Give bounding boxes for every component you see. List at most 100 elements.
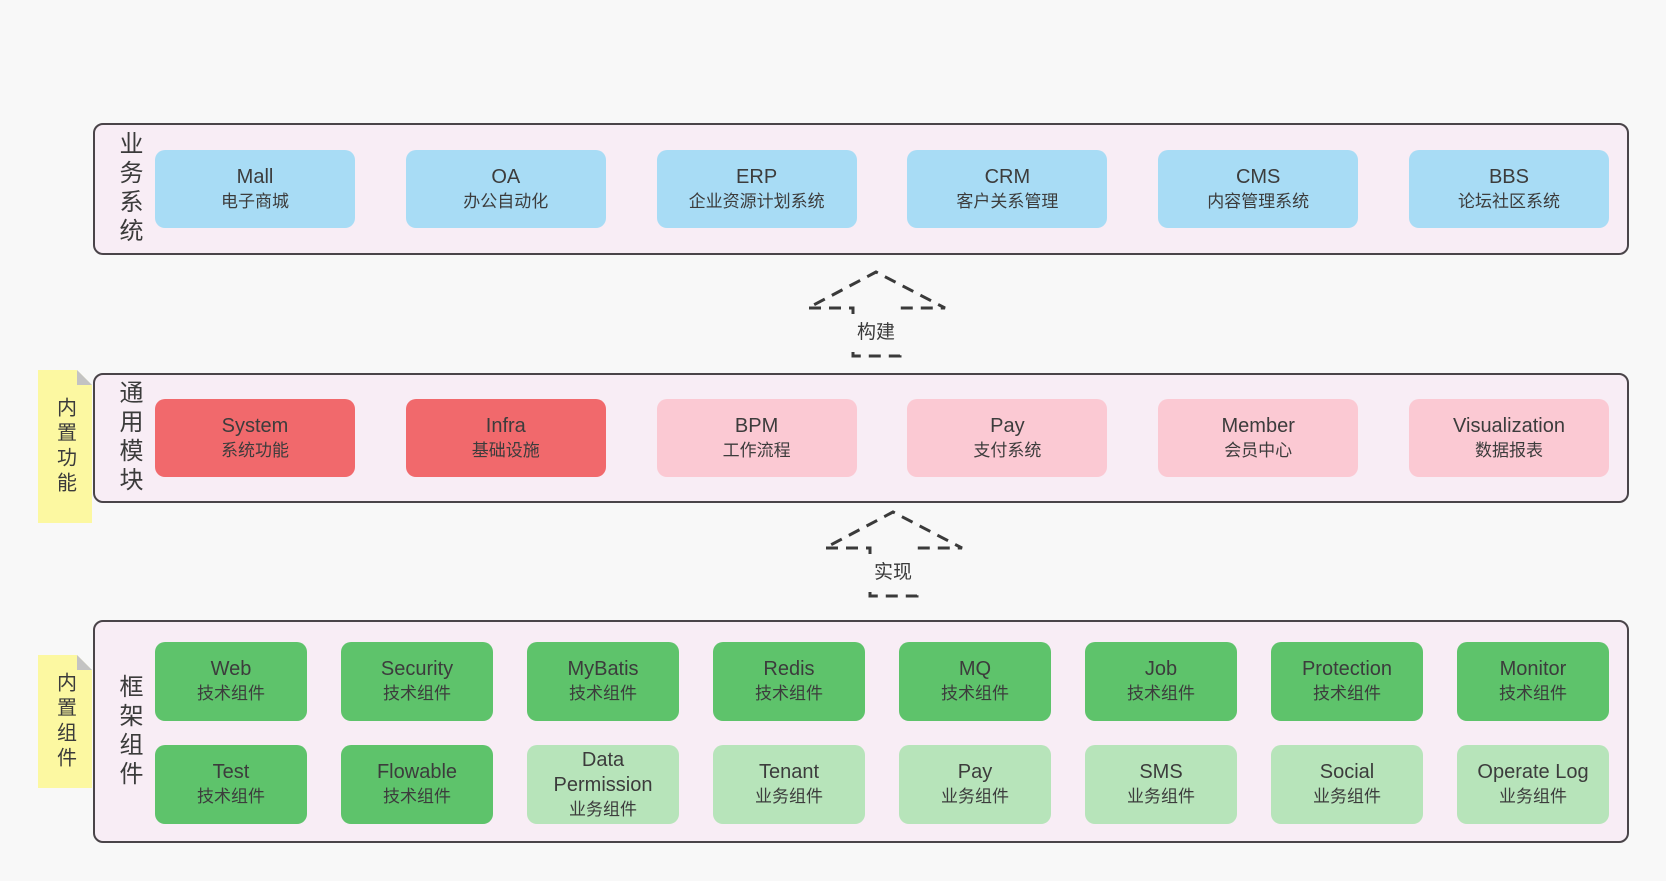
- box-tenant: Tenant 业务组件: [713, 745, 865, 824]
- box-row-business: Mall 电子商城 OA 办公自动化 ERP 企业资源计划系统 CRM 客户关系管理 CMS 内容…: [155, 150, 1609, 228]
- box-title: CRM: [984, 165, 1031, 188]
- box-title: ERP: [736, 165, 778, 188]
- box-title: Mall: [236, 165, 274, 188]
- box-subtitle: 技术组件: [755, 684, 823, 703]
- box-oa: OA 办公自动化: [405, 150, 606, 228]
- box-flowable: Flowable 技术组件: [341, 745, 493, 824]
- box-title: Tenant: [758, 761, 820, 783]
- box-crm: CRM 客户关系管理: [907, 150, 1108, 228]
- box-title: Pay: [990, 414, 1025, 437]
- box-title: Monitor: [1499, 658, 1567, 680]
- box-subtitle: 办公自动化: [463, 191, 549, 211]
- box-title: Protection: [1301, 658, 1393, 680]
- box-subtitle: 基础设施: [471, 440, 540, 460]
- box-title: Redis: [763, 658, 815, 680]
- box-title: Operate Log: [1477, 761, 1589, 783]
- box-title: Visualization: [1453, 414, 1565, 437]
- box-subtitle: 企业资源计划系统: [688, 191, 825, 211]
- box-subtitle: 业务组件: [941, 787, 1009, 806]
- box-title: MyBatis: [567, 658, 639, 680]
- box-mall: Mall 电子商城: [155, 150, 355, 228]
- box-subtitle: 技术组件: [569, 684, 637, 703]
- box-security: Security 技术组件: [341, 642, 493, 721]
- box-subtitle: 技术组件: [197, 684, 265, 703]
- sticky-note-built-in-components: 内置组件: [38, 655, 92, 788]
- box-infra: Infra 基础设施: [405, 399, 606, 477]
- up-arrow-dashed-build-icon: 构建: [807, 270, 946, 358]
- box-title: SMS: [1139, 761, 1183, 783]
- box-subtitle: 业务组件: [1499, 787, 1567, 806]
- box-subtitle: 支付系统: [973, 440, 1042, 460]
- box-title: Job: [1144, 658, 1178, 680]
- box-title: System: [221, 414, 289, 437]
- box-subtitle: 业务组件: [1313, 787, 1381, 806]
- box-erp: ERP 企业资源计划系统: [656, 150, 857, 228]
- box-subtitle: 技术组件: [941, 684, 1009, 703]
- box-subtitle: 会员中心: [1224, 440, 1293, 460]
- box-subtitle: 业务组件: [569, 799, 637, 819]
- box-monitor: Monitor 技术组件: [1457, 642, 1609, 721]
- box-title: CMS: [1235, 165, 1281, 188]
- layer-label-business-systems: 业务系统: [115, 131, 142, 247]
- box-subtitle: 客户关系管理: [956, 191, 1059, 211]
- layer-label-framework-components: 框架组件: [115, 673, 142, 790]
- box-visualization: Visualization 数据报表: [1408, 399, 1609, 477]
- box-system: System 系统功能: [155, 399, 355, 477]
- sticky-label-built-in-features: 内置功能: [53, 396, 76, 497]
- box-subtitle: 业务组件: [1127, 787, 1195, 806]
- box-subtitle: 技术组件: [1313, 684, 1381, 703]
- box-title: Test: [212, 761, 250, 783]
- box-subtitle: 电子商城: [221, 191, 289, 211]
- box-pay: Pay 业务组件: [899, 745, 1051, 824]
- box-title: Pay: [957, 761, 993, 783]
- box-subtitle: 论坛社区系统: [1457, 191, 1560, 211]
- box-cms: CMS 内容管理系统: [1158, 150, 1359, 228]
- box-member: Member 会员中心: [1158, 399, 1359, 477]
- box-subtitle: 技术组件: [383, 684, 451, 703]
- box-subtitle: 系统功能: [221, 440, 289, 460]
- box-title: Social: [1319, 761, 1375, 783]
- box-test: Test 技术组件: [155, 745, 307, 824]
- box-subtitle: 工作流程: [722, 440, 791, 460]
- box-protection: Protection 技术组件: [1271, 642, 1423, 721]
- box-mybatis: MyBatis 技术组件: [527, 642, 679, 721]
- box-bbs: BBS 论坛社区系统: [1408, 150, 1609, 228]
- box-subtitle: 技术组件: [1499, 684, 1567, 703]
- layer-business-systems: 业务系统 Mall 电子商城 OA 办公自动化 ERP 企业资源计划系统 CRM 客户关系管理…: [93, 123, 1629, 255]
- arrow-implement-label: 实现: [874, 561, 912, 583]
- sticky-label-built-in-components: 内置组件: [53, 671, 76, 772]
- box-subtitle: 技术组件: [197, 787, 265, 806]
- box-title: Flowable: [376, 761, 458, 783]
- box-job: Job 技术组件: [1085, 642, 1237, 721]
- box-redis: Redis 技术组件: [713, 642, 865, 721]
- sticky-fold-corner-icon: [77, 655, 92, 670]
- box-mq: MQ 技术组件: [899, 642, 1051, 721]
- arrow-build-label: 构建: [857, 321, 895, 343]
- box-title: Security: [380, 658, 454, 680]
- box-title: Data Permission: [553, 748, 653, 796]
- box-title: MQ: [958, 658, 992, 680]
- box-subtitle: 业务组件: [755, 787, 823, 806]
- box-title: OA: [491, 165, 521, 188]
- box-sms: SMS 业务组件: [1085, 745, 1237, 824]
- box-subtitle: 数据报表: [1474, 440, 1543, 460]
- box-subtitle: 技术组件: [1127, 684, 1195, 703]
- box-subtitle: 内容管理系统: [1207, 191, 1310, 211]
- box-title: Infra: [485, 414, 526, 437]
- box-title: BBS: [1488, 165, 1529, 188]
- box-operate-log: Operate Log 业务组件: [1457, 745, 1609, 824]
- box-data-permission: Data Permission 业务组件: [527, 745, 679, 824]
- box-title: Member: [1221, 414, 1295, 437]
- box-subtitle: 技术组件: [383, 787, 451, 806]
- up-arrow-dashed-implement-icon: 实现: [824, 510, 963, 598]
- box-social: Social 业务组件: [1271, 745, 1423, 824]
- sticky-fold-corner-icon: [77, 370, 92, 385]
- layer-label-common-modules: 通用模块: [115, 380, 142, 496]
